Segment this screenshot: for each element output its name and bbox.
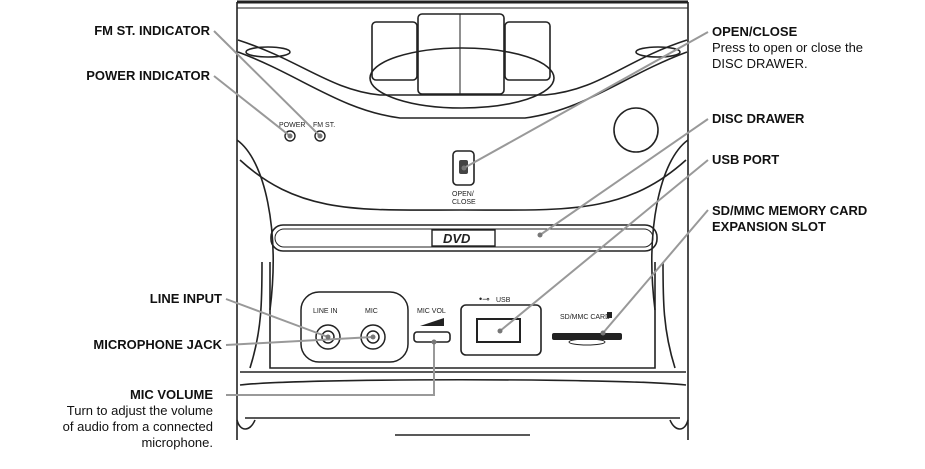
mic-vol-label: MIC VOL: [417, 308, 446, 315]
power-indicator-led: [284, 130, 296, 142]
sd-mmc-title-2: EXPANSION SLOT: [712, 219, 826, 234]
open-close-button[interactable]: [452, 150, 475, 186]
power-led-label: POWER: [279, 122, 305, 129]
callout-line-input: LINE INPUT: [150, 291, 222, 307]
mic-volume-desc-3: microphone.: [141, 435, 213, 450]
power-indicator-title: POWER INDICATOR: [86, 68, 210, 83]
sd-mmc-title-1: SD/MMC MEMORY CARD: [712, 203, 868, 218]
sd-mmc-card-label: SD/MMC CARD: [560, 314, 610, 321]
usb-port-title: USB PORT: [712, 152, 780, 167]
volume-ramp-icon: [420, 318, 444, 326]
device-body: [236, 0, 689, 440]
callout-usb-port: USB PORT: [712, 152, 779, 168]
leader-endpoints: [287, 133, 606, 345]
line-input-title: LINE INPUT: [149, 291, 222, 306]
callout-disc-drawer: DISC DRAWER: [712, 111, 804, 127]
sd-card-icon: [607, 312, 612, 318]
usb-label: USB: [496, 297, 511, 304]
open-close-desc-1: Press to open or close the: [712, 40, 864, 55]
microphone-jack-title: MICROPHONE JACK: [93, 337, 222, 352]
open-close-title: OPEN/CLOSE: [712, 24, 798, 39]
open-close-label-2: CLOSE: [452, 199, 476, 206]
usb-port-housing: [460, 304, 542, 356]
callout-sd-mmc: SD/MMC MEMORY CARD EXPANSION SLOT: [712, 203, 867, 235]
dvd-logo: DVD: [443, 231, 471, 246]
line-in-label: LINE IN: [313, 308, 338, 315]
disc-drawer-title: DISC DRAWER: [712, 111, 805, 126]
leader-lines: [213, 30, 709, 396]
callout-open-close: OPEN/CLOSE Press to open or close the DI…: [712, 24, 863, 72]
callout-microphone-jack: MICROPHONE JACK: [93, 337, 222, 353]
mic-volume-desc-2: of audio from a connected: [62, 419, 213, 434]
open-close-desc-2: DISC DRAWER.: [712, 56, 808, 71]
usb-port[interactable]: [476, 318, 521, 343]
callout-fm-st-indicator: FM ST. INDICATOR: [94, 23, 210, 39]
line-in-jack: [315, 324, 341, 350]
mic-label: MIC: [365, 308, 378, 315]
fm-st-indicator-title: FM ST. INDICATOR: [94, 23, 210, 38]
mic-volume-desc-1: Turn to adjust the volume: [66, 403, 213, 418]
mic-volume-title: MIC VOLUME: [129, 387, 213, 402]
fm-st-indicator-led: [314, 130, 326, 142]
open-close-label-1: OPEN/: [452, 191, 474, 198]
callout-mic-volume: MIC VOLUME Turn to adjust the volume of …: [63, 387, 213, 451]
fm-st-led-label: FM ST.: [313, 122, 335, 129]
jack-panel: [300, 291, 409, 363]
usb-icon: •⊸: [479, 294, 490, 304]
callout-power-indicator: POWER INDICATOR: [86, 68, 210, 84]
